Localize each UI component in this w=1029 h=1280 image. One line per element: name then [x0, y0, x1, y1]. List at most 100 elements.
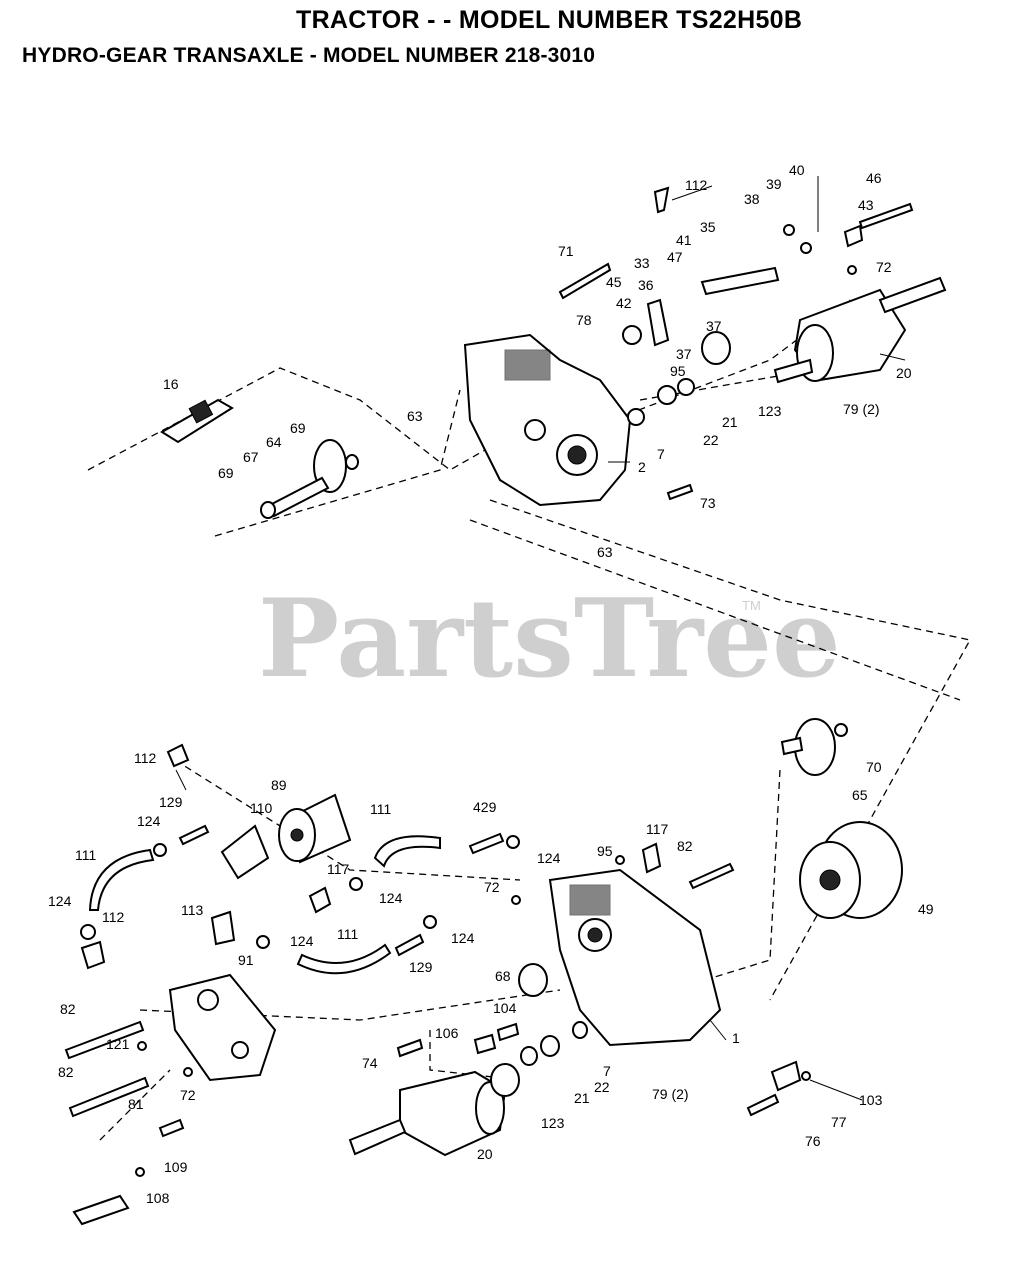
o-ring-123-lower: [490, 1063, 520, 1097]
washer-21-lower: [520, 1046, 538, 1066]
callout-7: 7: [657, 446, 665, 462]
upper-housing: [463, 333, 632, 507]
callout-37: 37: [706, 318, 722, 334]
gear-65: [780, 718, 848, 776]
callout-123: 123: [758, 403, 782, 419]
gear-49: [799, 821, 903, 919]
callout-22: 22: [703, 432, 719, 448]
callout-129: 129: [159, 794, 183, 810]
callout-43: 43: [858, 197, 874, 213]
clamp-124-c: [506, 835, 520, 849]
plate-45: [646, 298, 670, 347]
callout-124-c: 124: [379, 890, 403, 906]
callout-106: 106: [435, 1025, 459, 1041]
clamp-124-b: [80, 924, 96, 940]
bolt-82-a: [64, 1020, 145, 1060]
callout-1: 1: [732, 1030, 740, 1046]
callout-112: 112: [685, 177, 708, 193]
callout-95-b: 95: [597, 843, 613, 859]
callout-63: 63: [407, 408, 423, 424]
callout-113: 113: [181, 902, 204, 918]
arm-35: [700, 266, 780, 296]
callout-labels: 112 40 46 39 38 43 41 35 71 47 33 72 45 …: [48, 162, 934, 1206]
spacer-43: [843, 224, 864, 248]
fitting-117-b: [641, 842, 662, 874]
washer-39: [800, 242, 812, 254]
callout-124: 124: [137, 813, 161, 829]
callout-104: 104: [493, 1000, 517, 1016]
nut-72-upper: [847, 265, 857, 275]
fitting-106: [473, 1033, 497, 1055]
axle-housing-20-lower: [348, 1070, 507, 1157]
callout-42: 42: [616, 295, 632, 311]
callout-129-b: 129: [409, 959, 433, 975]
callout-121: 121: [106, 1036, 130, 1052]
callout-111-c: 111: [337, 926, 358, 942]
spring-429: [468, 832, 505, 855]
callout-91: 91: [238, 952, 254, 968]
callout-20: 20: [896, 365, 912, 381]
callout-124-e: 124: [290, 933, 314, 949]
callout-63-b: 63: [597, 544, 613, 560]
callout-72-c: 72: [180, 1087, 196, 1103]
spring-129-upper: [178, 824, 210, 846]
callout-81: 81: [128, 1096, 144, 1112]
nut-72-lower-b: [183, 1067, 193, 1077]
callout-72-b: 72: [484, 879, 500, 895]
callout-64: 64: [266, 434, 282, 450]
callout-124-f: 124: [451, 930, 475, 946]
washer-7: [627, 408, 645, 426]
fitting-104: [496, 1022, 520, 1042]
nut-38: [783, 224, 795, 236]
clamp-124-a: [153, 843, 167, 857]
callout-16: 16: [163, 376, 179, 392]
fitting-112-a: [166, 743, 190, 768]
bolt-81: [158, 1118, 185, 1138]
fitting-117-a: [308, 886, 332, 914]
callout-110: 110: [250, 800, 273, 816]
lower-housing: [548, 868, 722, 1047]
bolt-46: [858, 202, 914, 230]
callout-117: 117: [646, 821, 669, 837]
o-ring-123: [701, 331, 731, 365]
shaft-16: [160, 398, 234, 444]
callout-103: 103: [859, 1092, 883, 1108]
fitting-112-upper: [653, 186, 670, 214]
bolt-76: [746, 1093, 780, 1117]
pump-91: [168, 973, 277, 1082]
bearing-78: [622, 325, 642, 345]
washer-22: [657, 385, 677, 405]
callout-41: 41: [676, 232, 692, 248]
callout-70: 70: [866, 759, 882, 775]
callout-78: 78: [576, 312, 592, 328]
callout-74: 74: [362, 1055, 378, 1071]
callout-124-d: 124: [48, 893, 72, 909]
callout-65: 65: [852, 787, 868, 803]
callout-72: 72: [876, 259, 892, 275]
bolt-82-c: [688, 862, 735, 890]
callout-47: 47: [667, 249, 683, 265]
callout-82-c: 82: [58, 1064, 74, 1080]
oil-filter-89: [278, 793, 352, 864]
callout-117-b: 117: [327, 861, 350, 877]
callout-46: 46: [866, 170, 882, 186]
spring-129-lower: [394, 933, 425, 957]
callout-38: 38: [744, 191, 760, 207]
callout-123-b: 123: [541, 1115, 565, 1131]
callout-20-b: 20: [477, 1146, 493, 1162]
callout-69-b: 69: [218, 465, 234, 481]
nut-72-lower-a: [511, 895, 521, 905]
axle-housing-20-upper: [773, 276, 947, 384]
hose-111-lower: [296, 943, 392, 975]
callout-73: 73: [700, 495, 716, 511]
nut-109: [135, 1167, 145, 1177]
watermark-trademark: TM: [742, 598, 761, 613]
callout-82-b: 82: [60, 1001, 76, 1017]
callout-108: 108: [146, 1190, 170, 1206]
callout-33: 33: [634, 255, 650, 271]
bolt-82-b: [68, 1076, 150, 1118]
callout-82: 82: [677, 838, 693, 854]
callout-37-b: 37: [676, 346, 692, 362]
o-ring-68: [518, 963, 548, 997]
